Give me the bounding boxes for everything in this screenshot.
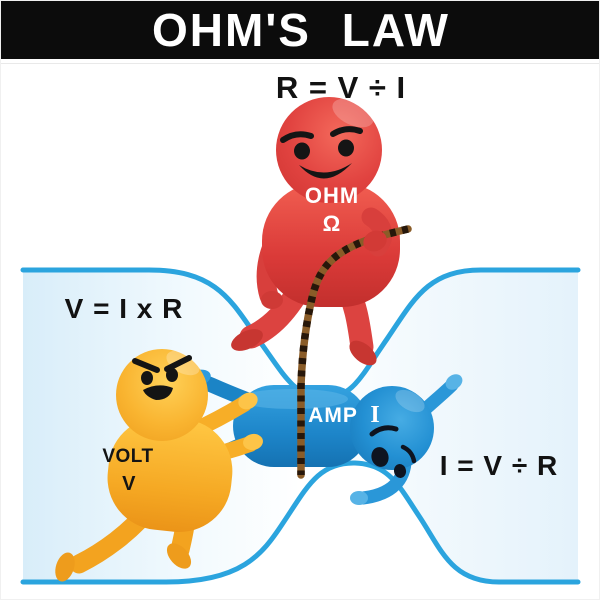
ohm-character: OHM Ω: [231, 97, 400, 366]
amp-label: AMP: [308, 404, 358, 427]
resistance-rope: [297, 225, 412, 479]
amp-mouth: [393, 464, 407, 478]
resistance-formula: R = V ÷ I: [276, 70, 406, 105]
ohm-right-eyebrow: [330, 126, 363, 137]
volt-character: VOLT V: [55, 349, 263, 582]
volt-right-eyebrow: [164, 355, 192, 372]
banner-divider: [1, 63, 599, 64]
amp-raised-hand: [445, 374, 463, 390]
ohm-left-hand: [261, 291, 283, 309]
current-formula: I = V ÷ R: [440, 450, 559, 481]
ohm-head-highlight: [332, 98, 374, 128]
ohm-head: [276, 97, 382, 203]
ohm-mouth: [299, 163, 352, 179]
volt-front-foot: [166, 543, 192, 569]
rope-stripes: [297, 225, 409, 475]
ohm-left-eye: [294, 142, 310, 160]
ohm-symbol: Ω: [323, 211, 342, 236]
volt-right-eye: [166, 368, 178, 382]
channel-bottom-edge: [20, 460, 581, 585]
amp-eyebrow: [369, 425, 399, 437]
ohm-right-eye: [338, 139, 354, 157]
volt-symbol: V: [122, 473, 136, 495]
voltage-formula: V = I x R: [65, 293, 184, 324]
amp-trailing-hand: [350, 491, 368, 505]
title-banner: OHM'S LAW: [1, 1, 599, 59]
volt-back-foot: [55, 552, 75, 582]
volt-mouth: [143, 385, 173, 400]
ohm-right-hand: [363, 230, 387, 252]
ohm-label: OHM: [305, 183, 359, 208]
page-title: OHM'S LAW: [152, 4, 450, 56]
amp-squint-eye: [400, 444, 417, 464]
ohm-left-foot: [231, 329, 263, 351]
volt-label: VOLT: [102, 446, 153, 467]
amp-eye: [371, 447, 389, 467]
amp-body-highlight: [238, 389, 348, 409]
volt-left-eye: [141, 371, 153, 385]
volt-left-eyebrow: [132, 358, 160, 373]
volt-body: [107, 416, 233, 533]
amp-head-highlight: [395, 389, 425, 413]
volt-lower-hand: [243, 433, 263, 451]
ohm-left-eyebrow: [280, 131, 314, 143]
amp-symbol: I: [370, 402, 379, 428]
ohm-right-foot: [349, 340, 377, 366]
volt-upper-hand: [238, 392, 258, 410]
